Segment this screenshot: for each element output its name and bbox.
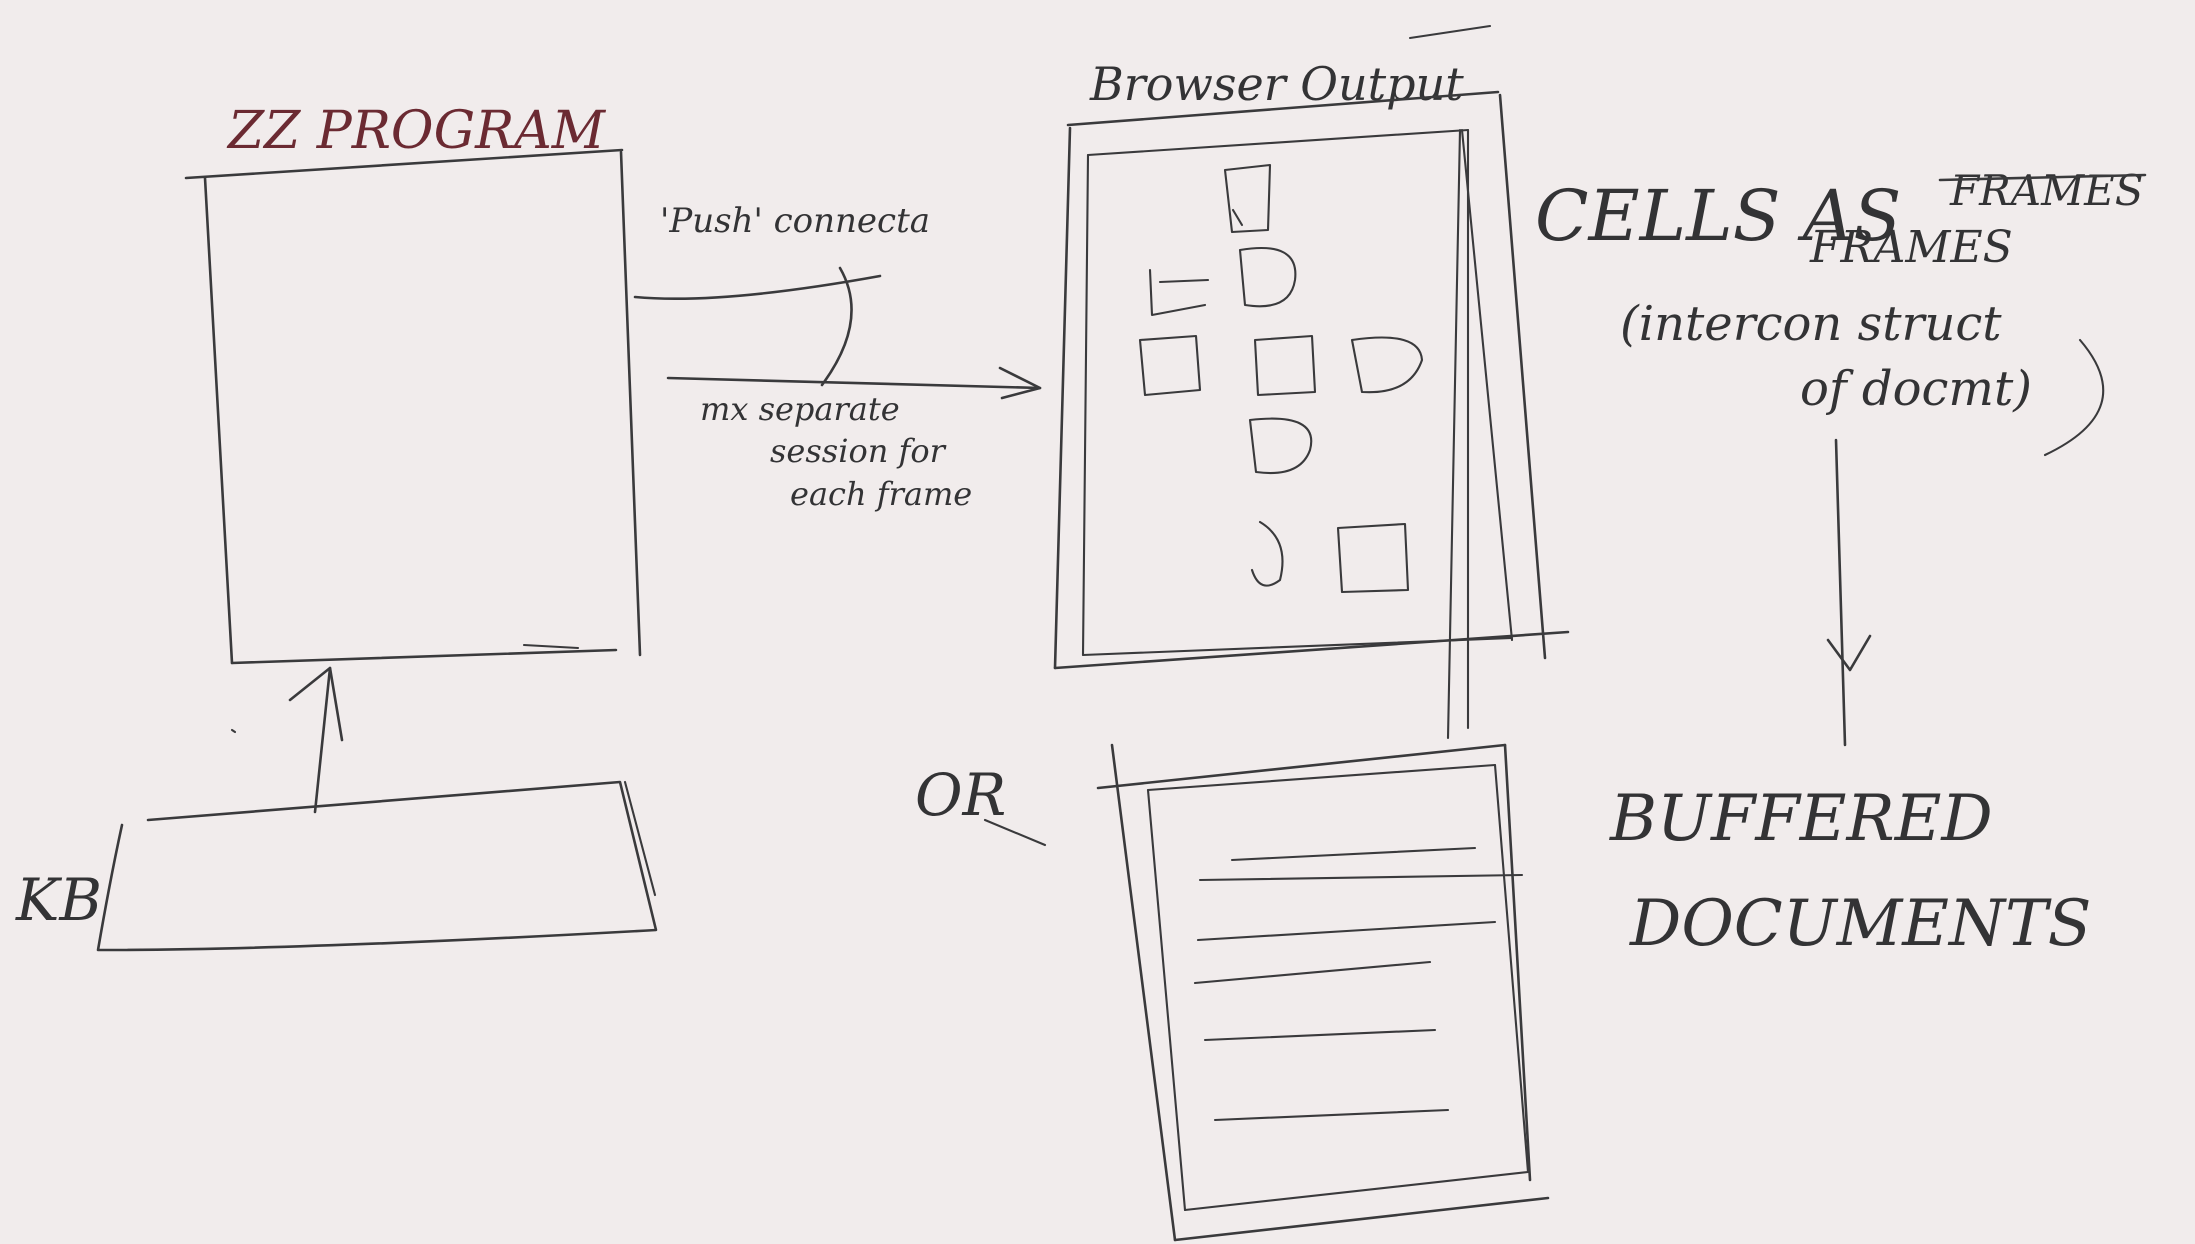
browser-frame [1053,90,1570,730]
interconnect-paren-close [2043,338,2105,457]
interconnect-line-1: (intercon struct [1620,296,2002,352]
browser-to-document-line [1446,128,1462,740]
keyboard-shape [96,780,658,952]
push-connection-label: 'Push' connecta [660,201,930,241]
cell-frames [1138,163,1424,594]
document-stack [1096,743,1550,1242]
buffered-line-2: DOCUMENTS [1629,887,2091,961]
browser-title-underline [1408,24,1492,40]
or-label: OR [915,761,1006,829]
separate-session-line-3: each frame [790,475,972,513]
browser-output-title: Browser Output [1089,57,1464,111]
cells-as-label: CELLS AS [1535,175,1901,257]
zz-program-title: ZZ PROGRAM [226,101,607,161]
push-connection-arrows [633,266,1042,400]
strikethrough-line [1938,173,2147,182]
interconnect-line-2: of docmt) [1800,361,2032,417]
separate-session-line-2: session for [770,432,947,470]
zz-program-box [184,148,642,665]
or-tail [983,818,1047,847]
buffered-line-1: BUFFERED [1609,782,1993,856]
struck-frames-label: FRAMES [1949,166,2144,215]
keyboard-to-program-arrow [230,666,344,814]
separate-session-line-1: mx separate [700,390,900,428]
frames-label: FRAMES [1809,222,2013,273]
kb-label: KB [15,866,102,934]
frames-to-buffered-arrow [1826,438,1872,747]
